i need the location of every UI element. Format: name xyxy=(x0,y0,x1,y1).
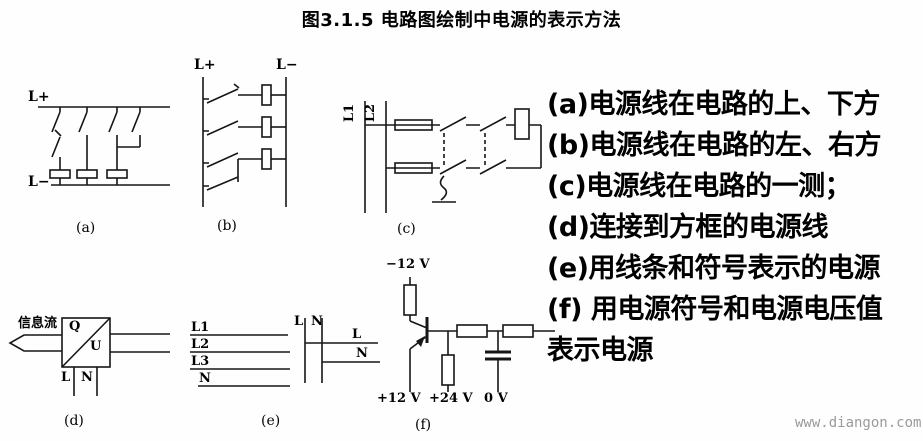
legend-line-c: (c)电源线在电路的一测； xyxy=(547,171,852,202)
rail-label-l-plus: L+ xyxy=(28,89,50,105)
line-label-n: N xyxy=(199,371,211,386)
legend-line-b: (b)电源线在电路的左、右方 xyxy=(547,130,882,161)
legend-line-f: (f) 用电源符号和电源电压值 xyxy=(547,294,883,325)
branch-lines xyxy=(305,342,380,363)
figure-b-drawing xyxy=(202,77,287,207)
voltage-label-zero: 0 V xyxy=(484,391,508,406)
legend-line-e: (e)用线条和符号表示的电源 xyxy=(547,253,881,284)
fused-rungs xyxy=(365,119,440,174)
parallel-switch xyxy=(203,159,239,191)
watermark: www.diangon.com xyxy=(795,415,922,431)
coil-and-loop xyxy=(514,108,542,168)
rail-label-l-minus: L− xyxy=(276,57,298,73)
voltage-label-pos24: +24 V xyxy=(429,391,473,406)
branch-4-parallel-switch xyxy=(117,107,141,148)
output-wires xyxy=(110,333,170,353)
figure-f-drawing xyxy=(403,277,555,392)
caption-b: (b) xyxy=(217,218,237,234)
line-label-l3: L3 xyxy=(191,354,210,369)
branch-3 xyxy=(106,107,128,185)
line-label-l1: L1 xyxy=(191,320,210,335)
figure-d-drawing xyxy=(8,317,170,396)
rung-1 xyxy=(203,83,286,106)
caption-c: (c) xyxy=(397,221,416,237)
rail-label-l-minus: L− xyxy=(28,174,50,190)
supply-terminals xyxy=(73,367,98,396)
out-label-n: N xyxy=(356,346,368,361)
rung-2 xyxy=(203,116,286,138)
figure-e-drawing xyxy=(190,318,380,387)
caption-f: (f) xyxy=(415,417,432,433)
phase-lines xyxy=(190,334,290,387)
branch-1 xyxy=(49,107,71,185)
figure-a-drawing xyxy=(38,106,170,186)
caption-a: (a) xyxy=(76,220,96,236)
figure-c-drawing xyxy=(364,101,542,213)
rail-label-l-plus: L+ xyxy=(194,57,216,73)
voltage-label-pos12: +12 V xyxy=(377,391,421,406)
contact-pair-1 xyxy=(432,116,480,203)
caption-d: (d) xyxy=(64,413,84,429)
bus-label-n: N xyxy=(311,314,323,329)
box-label-q: Q xyxy=(69,319,81,334)
figure-title: 图3.1.5 电路图绘制中电源的表示方法 xyxy=(301,10,622,31)
rung-3 xyxy=(203,148,286,170)
branch-2 xyxy=(76,107,98,185)
legend-text: (a)电源线在电路的上、下方 (b)电源线在电路的左、右方 (c)电源线在电路的… xyxy=(547,84,923,371)
line-label-l2: L2 xyxy=(363,103,379,123)
line-label-l1: L1 xyxy=(342,103,358,123)
legend-line-a: (a)电源线在电路的上、下方 xyxy=(547,89,880,120)
box-label-u: U xyxy=(90,339,102,354)
collector-resistor xyxy=(403,277,417,321)
power-rails xyxy=(202,77,287,207)
line-label-l2: L2 xyxy=(191,337,210,352)
terminal-label-l: L xyxy=(61,370,71,385)
bus-lines xyxy=(304,318,323,383)
supply-lines xyxy=(364,101,387,213)
info-flow-arrow xyxy=(8,334,62,352)
converter-box xyxy=(61,317,111,368)
info-flow-label: 信息流 xyxy=(18,316,58,331)
legend-line-d: (d)连接到方框的电源线 xyxy=(547,212,829,243)
output-network xyxy=(427,324,555,392)
caption-e: (e) xyxy=(261,413,281,429)
transistor xyxy=(409,317,429,392)
out-label-l: L xyxy=(352,327,362,342)
contact-pair-2 xyxy=(479,116,541,175)
legend-line-f2: 表示电源 xyxy=(547,335,654,366)
bus-label-l: L xyxy=(294,314,304,329)
voltage-label-neg12: −12 V xyxy=(386,257,430,272)
terminal-label-n: N xyxy=(81,370,93,385)
